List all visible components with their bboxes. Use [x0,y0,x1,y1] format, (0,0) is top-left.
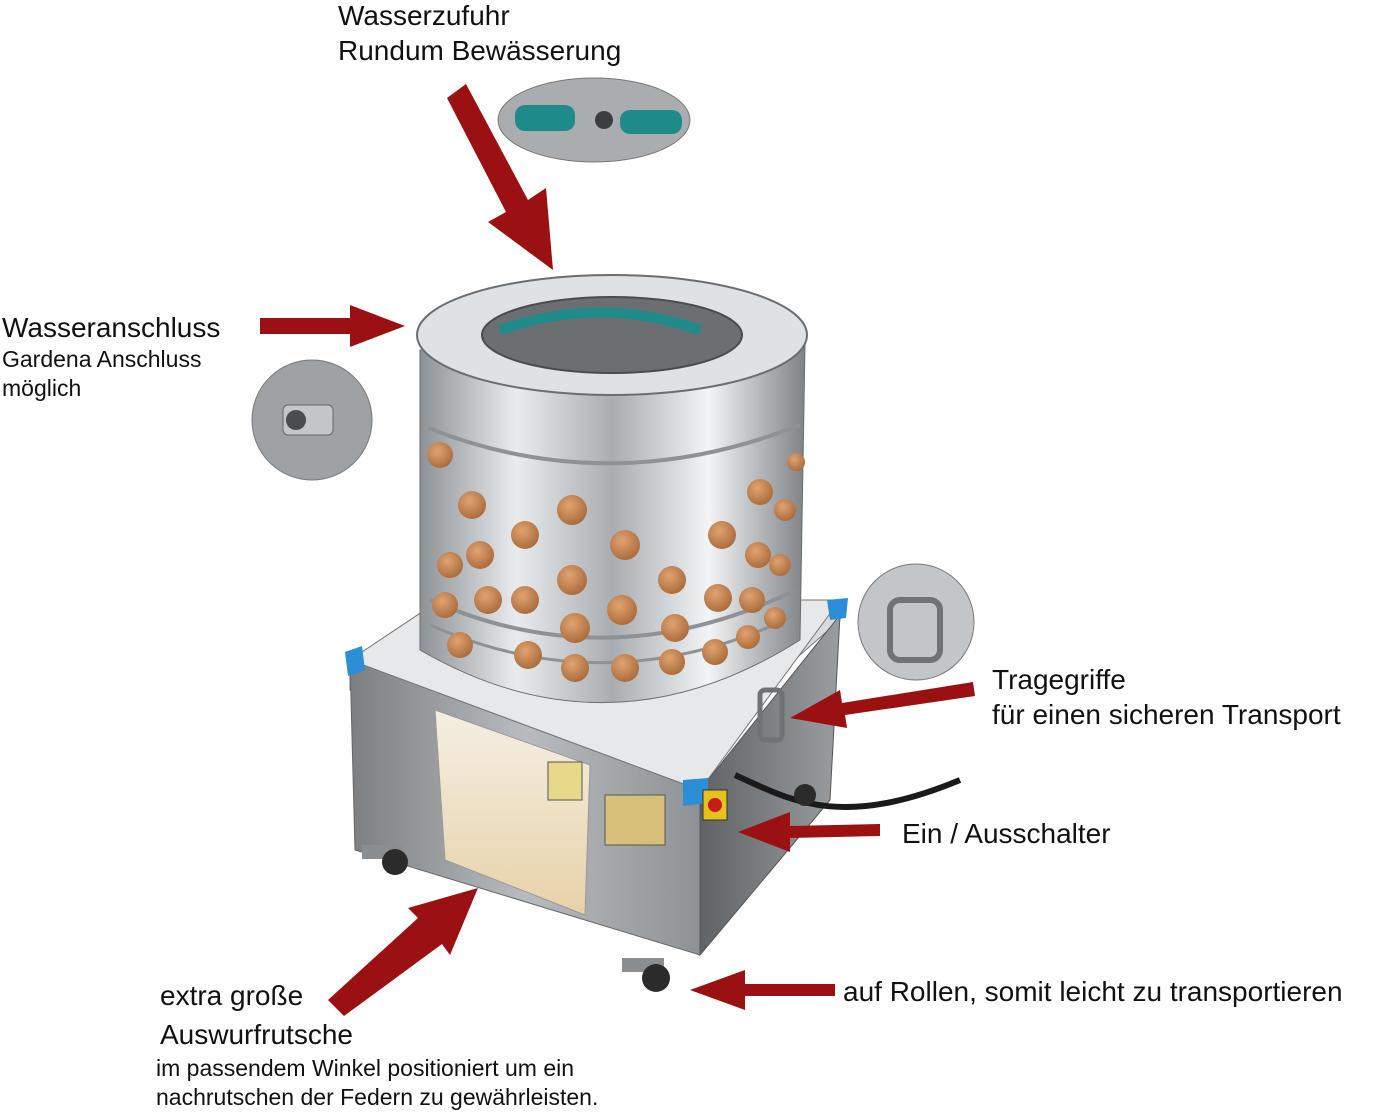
label-power-switch-text: Ein / Ausschalter [902,818,1111,849]
label-wheels-text: auf Rollen, somit leicht zu transportier… [843,976,1343,1007]
label-water-feed: Wasserzufuhr Rundum Bewässerung [338,0,621,68]
ejection-chute [434,709,591,916]
annotation-arrows [260,84,975,1016]
label-water-connector-line2: Gardena Anschluss [2,346,202,372]
caster-wheel [622,958,670,992]
rubber-fingers [427,442,805,682]
label-chute-line2: Auswurfrutsche [160,1019,353,1050]
plucking-drum [416,274,808,704]
corner-cap [683,778,708,806]
label-water-connector-line3: möglich [2,374,82,401]
label-chute: extra große Auswurfrutsche [160,978,353,1052]
corner-cap [827,598,848,620]
label-water-connector-title: Wasseranschluss [2,312,221,343]
label-carry-handles-title: Tragegriffe [992,664,1126,695]
caster-wheel [794,784,816,806]
label-chute-line3: im passendem Winkel positioniert um ein [156,1055,575,1081]
power-switch-knob [708,798,722,812]
water-hose [498,307,702,335]
label-wheels: auf Rollen, somit leicht zu transportier… [843,974,1343,1009]
label-chute-line1: extra große [160,980,304,1011]
inset-carry-handle [857,563,975,681]
inset-water-connector [251,359,373,481]
label-chute-description: im passendem Winkel positioniert um ein … [156,1054,598,1112]
label-water-feed-title: Wasserzufuhr [338,0,510,31]
arrow-chute [328,888,478,1016]
label-carry-handles-subtitle: für einen sicheren Transport [992,699,1341,730]
arrow-water-feed [447,84,553,270]
label-chute-line4: nachrutschen der Federn zu gewährleisten… [156,1083,599,1110]
arrow-wheels [690,970,835,1010]
warning-label [547,761,583,801]
carry-handle [757,687,785,743]
power-cable [733,772,962,810]
caster-wheel [362,845,408,875]
label-water-feed-subtitle: Rundum Bewässerung [338,35,622,66]
label-power-switch: Ein / Ausschalter [902,816,1111,851]
label-carry-handles: Tragegriffe für einen sicheren Transport [992,662,1341,732]
arrow-water-connector [260,305,405,347]
inset-water-feed [497,77,691,163]
corner-cap [345,646,365,676]
type-plate [604,794,666,846]
label-water-connector: Wasseranschluss Gardena Anschluss möglic… [2,310,220,403]
arrow-switch [738,812,880,852]
arrow-carry-handle [790,682,975,728]
